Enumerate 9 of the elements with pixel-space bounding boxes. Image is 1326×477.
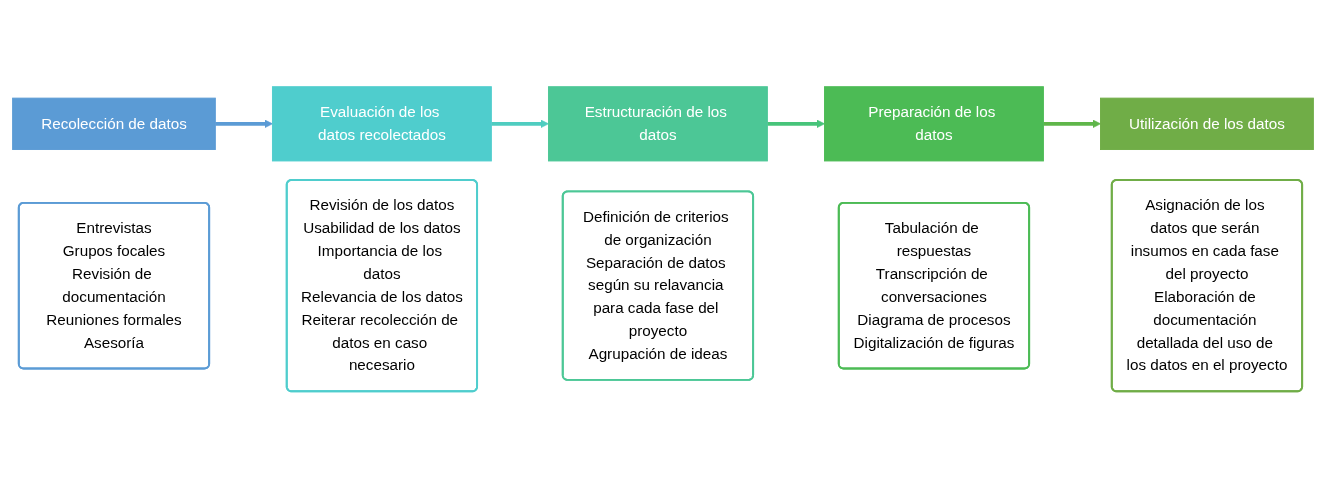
- arrow: [1043, 119, 1101, 128]
- node-box: Preparación de los datos: [824, 85, 1044, 161]
- arrow: [491, 119, 549, 128]
- node-box: Recolección de datos: [12, 97, 216, 150]
- arrow: [767, 119, 825, 128]
- node-box: Evaluación de los datos recolectados: [271, 85, 492, 161]
- arrow: [215, 119, 273, 128]
- node-box: Utilización de los datos: [1100, 97, 1314, 150]
- node-box: Estructuración de los datos: [548, 85, 768, 161]
